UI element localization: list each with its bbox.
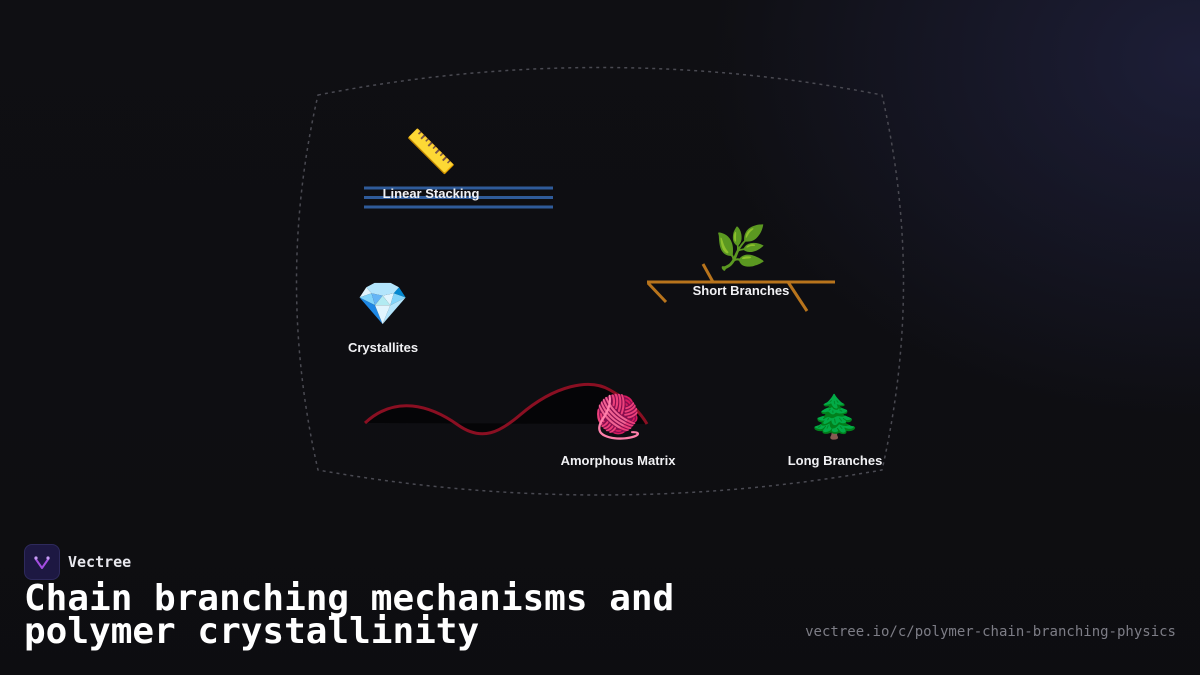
node-label: Amorphous Matrix (560, 453, 676, 468)
branch-stub-3 (786, 281, 809, 312)
brand[interactable]: Vectree (24, 544, 131, 580)
source-url[interactable]: vectree.io/c/polymer-chain-branching-phy… (805, 624, 1176, 640)
amorphous-chain-curve (363, 383, 649, 436)
vectree-logo-icon (24, 544, 60, 580)
herb-icon: 🌿 (714, 223, 768, 272)
node-crystallites: 💎 Crystallites (323, 279, 443, 356)
node-long-branches: 🌲 Long Branches (775, 392, 895, 469)
gem-icon: 💎 (356, 279, 410, 328)
page-title: Chain branching mechanisms and polymer c… (24, 578, 675, 652)
brand-name: Vectree (68, 553, 132, 571)
node-short-branches: 🌿 Short Branches (681, 223, 801, 299)
yarn-icon: 🧶 (591, 392, 645, 441)
node-label: Long Branches (787, 453, 883, 468)
short-branch-lines (646, 263, 835, 312)
linear-stack-lines (364, 186, 553, 209)
node-label: Crystallites (347, 340, 419, 355)
node-label: Linear Stacking (382, 186, 480, 201)
straight-ruler-icon: 📏 (404, 127, 458, 176)
node-amorphous-matrix: 🧶 Amorphous Matrix (553, 392, 683, 469)
evergreen-tree-icon: 🌲 (808, 392, 862, 441)
node-label: Short Branches (692, 283, 790, 298)
region-boundary (295, 66, 905, 496)
branch-stub-2 (646, 281, 668, 304)
node-linear-stacking: 📏 Linear Stacking (371, 127, 491, 202)
branch-stub-1 (701, 263, 715, 283)
